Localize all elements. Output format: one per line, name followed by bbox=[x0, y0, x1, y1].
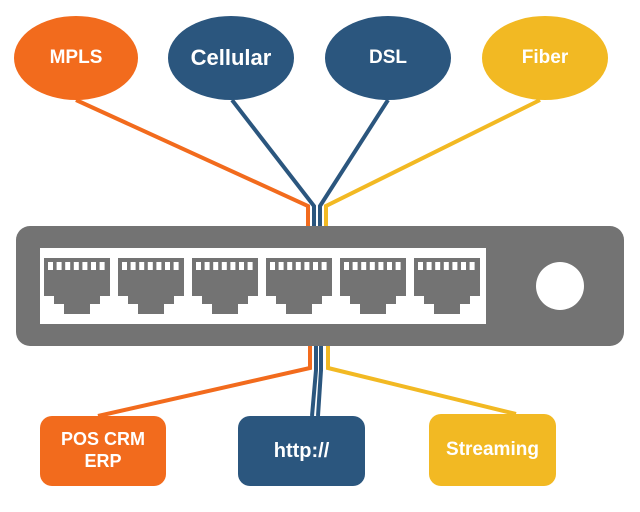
pos-crm-label: POS CRM bbox=[60, 429, 145, 450]
wire-streaming bbox=[326, 344, 517, 416]
fiber-label: Fiber bbox=[521, 47, 569, 68]
http-label: http:// bbox=[273, 440, 330, 462]
erp-label: ERP bbox=[84, 451, 122, 471]
wire-pos bbox=[97, 344, 312, 418]
port-panel bbox=[40, 248, 486, 324]
http-node: http:// bbox=[238, 416, 365, 486]
wire-dsl bbox=[318, 98, 390, 228]
ethernet-port-icon bbox=[44, 258, 110, 314]
fiber-node: Fiber bbox=[482, 16, 608, 100]
switch-indicator-light bbox=[536, 262, 584, 310]
mpls-label: MPLS bbox=[49, 47, 103, 68]
ethernet-port-icon bbox=[118, 258, 184, 314]
streaming-node: Streaming bbox=[429, 414, 556, 486]
streaming-label: Streaming bbox=[446, 438, 539, 460]
ethernet-port-icon bbox=[340, 258, 406, 314]
ethernet-port-icon bbox=[192, 258, 258, 314]
mpls-node: MPLS bbox=[14, 16, 138, 100]
dsl-label: DSL bbox=[369, 47, 407, 68]
wire-mpls bbox=[75, 98, 310, 228]
ethernet-port-icon bbox=[414, 258, 480, 314]
wire-cellular bbox=[230, 98, 316, 228]
cellular-label: Cellular bbox=[190, 45, 272, 70]
ethernet-port-icon bbox=[266, 258, 332, 314]
cellular-node: Cellular bbox=[168, 16, 294, 100]
dsl-node: DSL bbox=[325, 16, 451, 100]
wire-http-b bbox=[316, 344, 323, 417]
wire-fiber bbox=[324, 98, 541, 228]
pos-crm-erp-node: POS CRM ERP bbox=[40, 416, 166, 486]
wire-http-a bbox=[310, 344, 318, 417]
